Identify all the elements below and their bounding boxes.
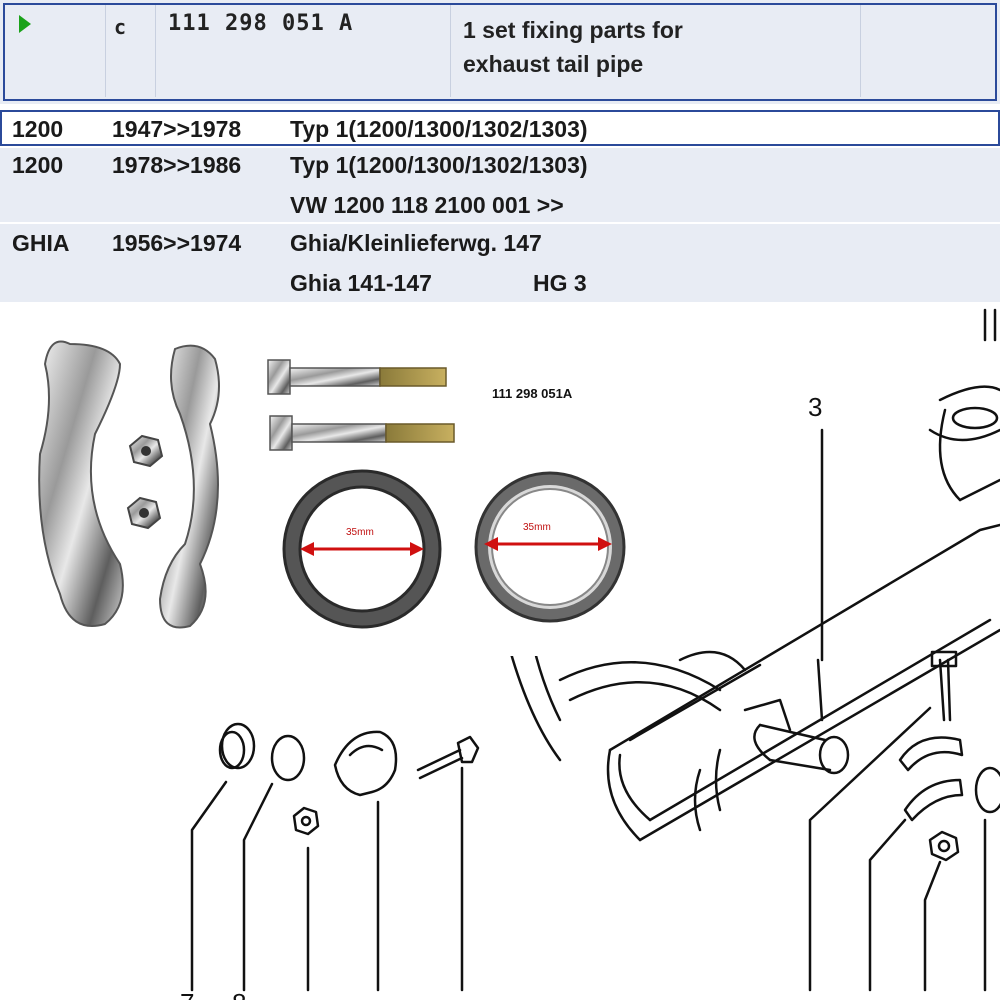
fitment-years: 1978>>1986 [112, 152, 242, 178]
fitment-model: 1200 [12, 152, 64, 178]
fitment-type: Typ 1(1200/1300/1302/1303) [290, 116, 588, 142]
fitment-row[interactable]: 1200 1947>>1978 Typ 1(1200/1300/1302/130… [0, 110, 1000, 146]
code-cell: c [105, 5, 155, 97]
part-description: 1 set fixing parts for exhaust tail pipe [463, 13, 683, 81]
part-row[interactable]: c 111 298 051 A 1 set fixing parts for e… [0, 0, 1000, 104]
product-photo-illustration [38, 340, 626, 629]
gasket-dimension-label: 35mm [523, 522, 551, 533]
product-photo: 35mm 35mm [0, 304, 660, 656]
extra-cell [860, 5, 995, 97]
gasket-dimension-label: 35mm [346, 527, 374, 538]
expand-arrow-icon[interactable] [18, 14, 31, 34]
callout-number-8: 8 [232, 988, 246, 1000]
description-line-1: 1 set fixing parts for [463, 17, 683, 43]
photo-part-label: 111 298 051A [492, 386, 573, 401]
exhaust-exploded-diagram: 7 8 [180, 308, 1000, 1000]
callout-number-3: 3 [808, 392, 823, 422]
fitment-years: 1956>>1974 [112, 230, 242, 256]
description-line-2: exhaust tail pipe [463, 51, 644, 77]
callout-number-7: 7 [180, 988, 194, 1000]
fitment-row[interactable]: 1200 1978>>1986 Typ 1(1200/1300/1302/130… [0, 148, 1000, 222]
expand-cell[interactable] [5, 5, 105, 97]
fitment-note: VW 1200 118 2100 001 >> [290, 192, 564, 218]
part-code: c [114, 15, 127, 39]
fitment-row[interactable]: GHIA 1956>>1974 Ghia/Kleinlieferwg. 147 … [0, 224, 1000, 302]
part-number: 111 298 051 A [168, 11, 354, 36]
fitment-extra: HG 3 [533, 270, 587, 296]
part-number-cell: 111 298 051 A [155, 5, 450, 97]
fitment-years: 1947>>1978 [112, 116, 242, 142]
fitment-model: GHIA [12, 230, 70, 256]
description-cell: 1 set fixing parts for exhaust tail pipe [450, 5, 860, 97]
fitment-note: Ghia 141-147 [290, 270, 432, 296]
selection-frame [3, 3, 997, 101]
fitment-model: 1200 [12, 116, 64, 142]
fitment-type: Ghia/Kleinlieferwg. 147 [290, 230, 542, 256]
fitment-type: Typ 1(1200/1300/1302/1303) [290, 152, 588, 178]
